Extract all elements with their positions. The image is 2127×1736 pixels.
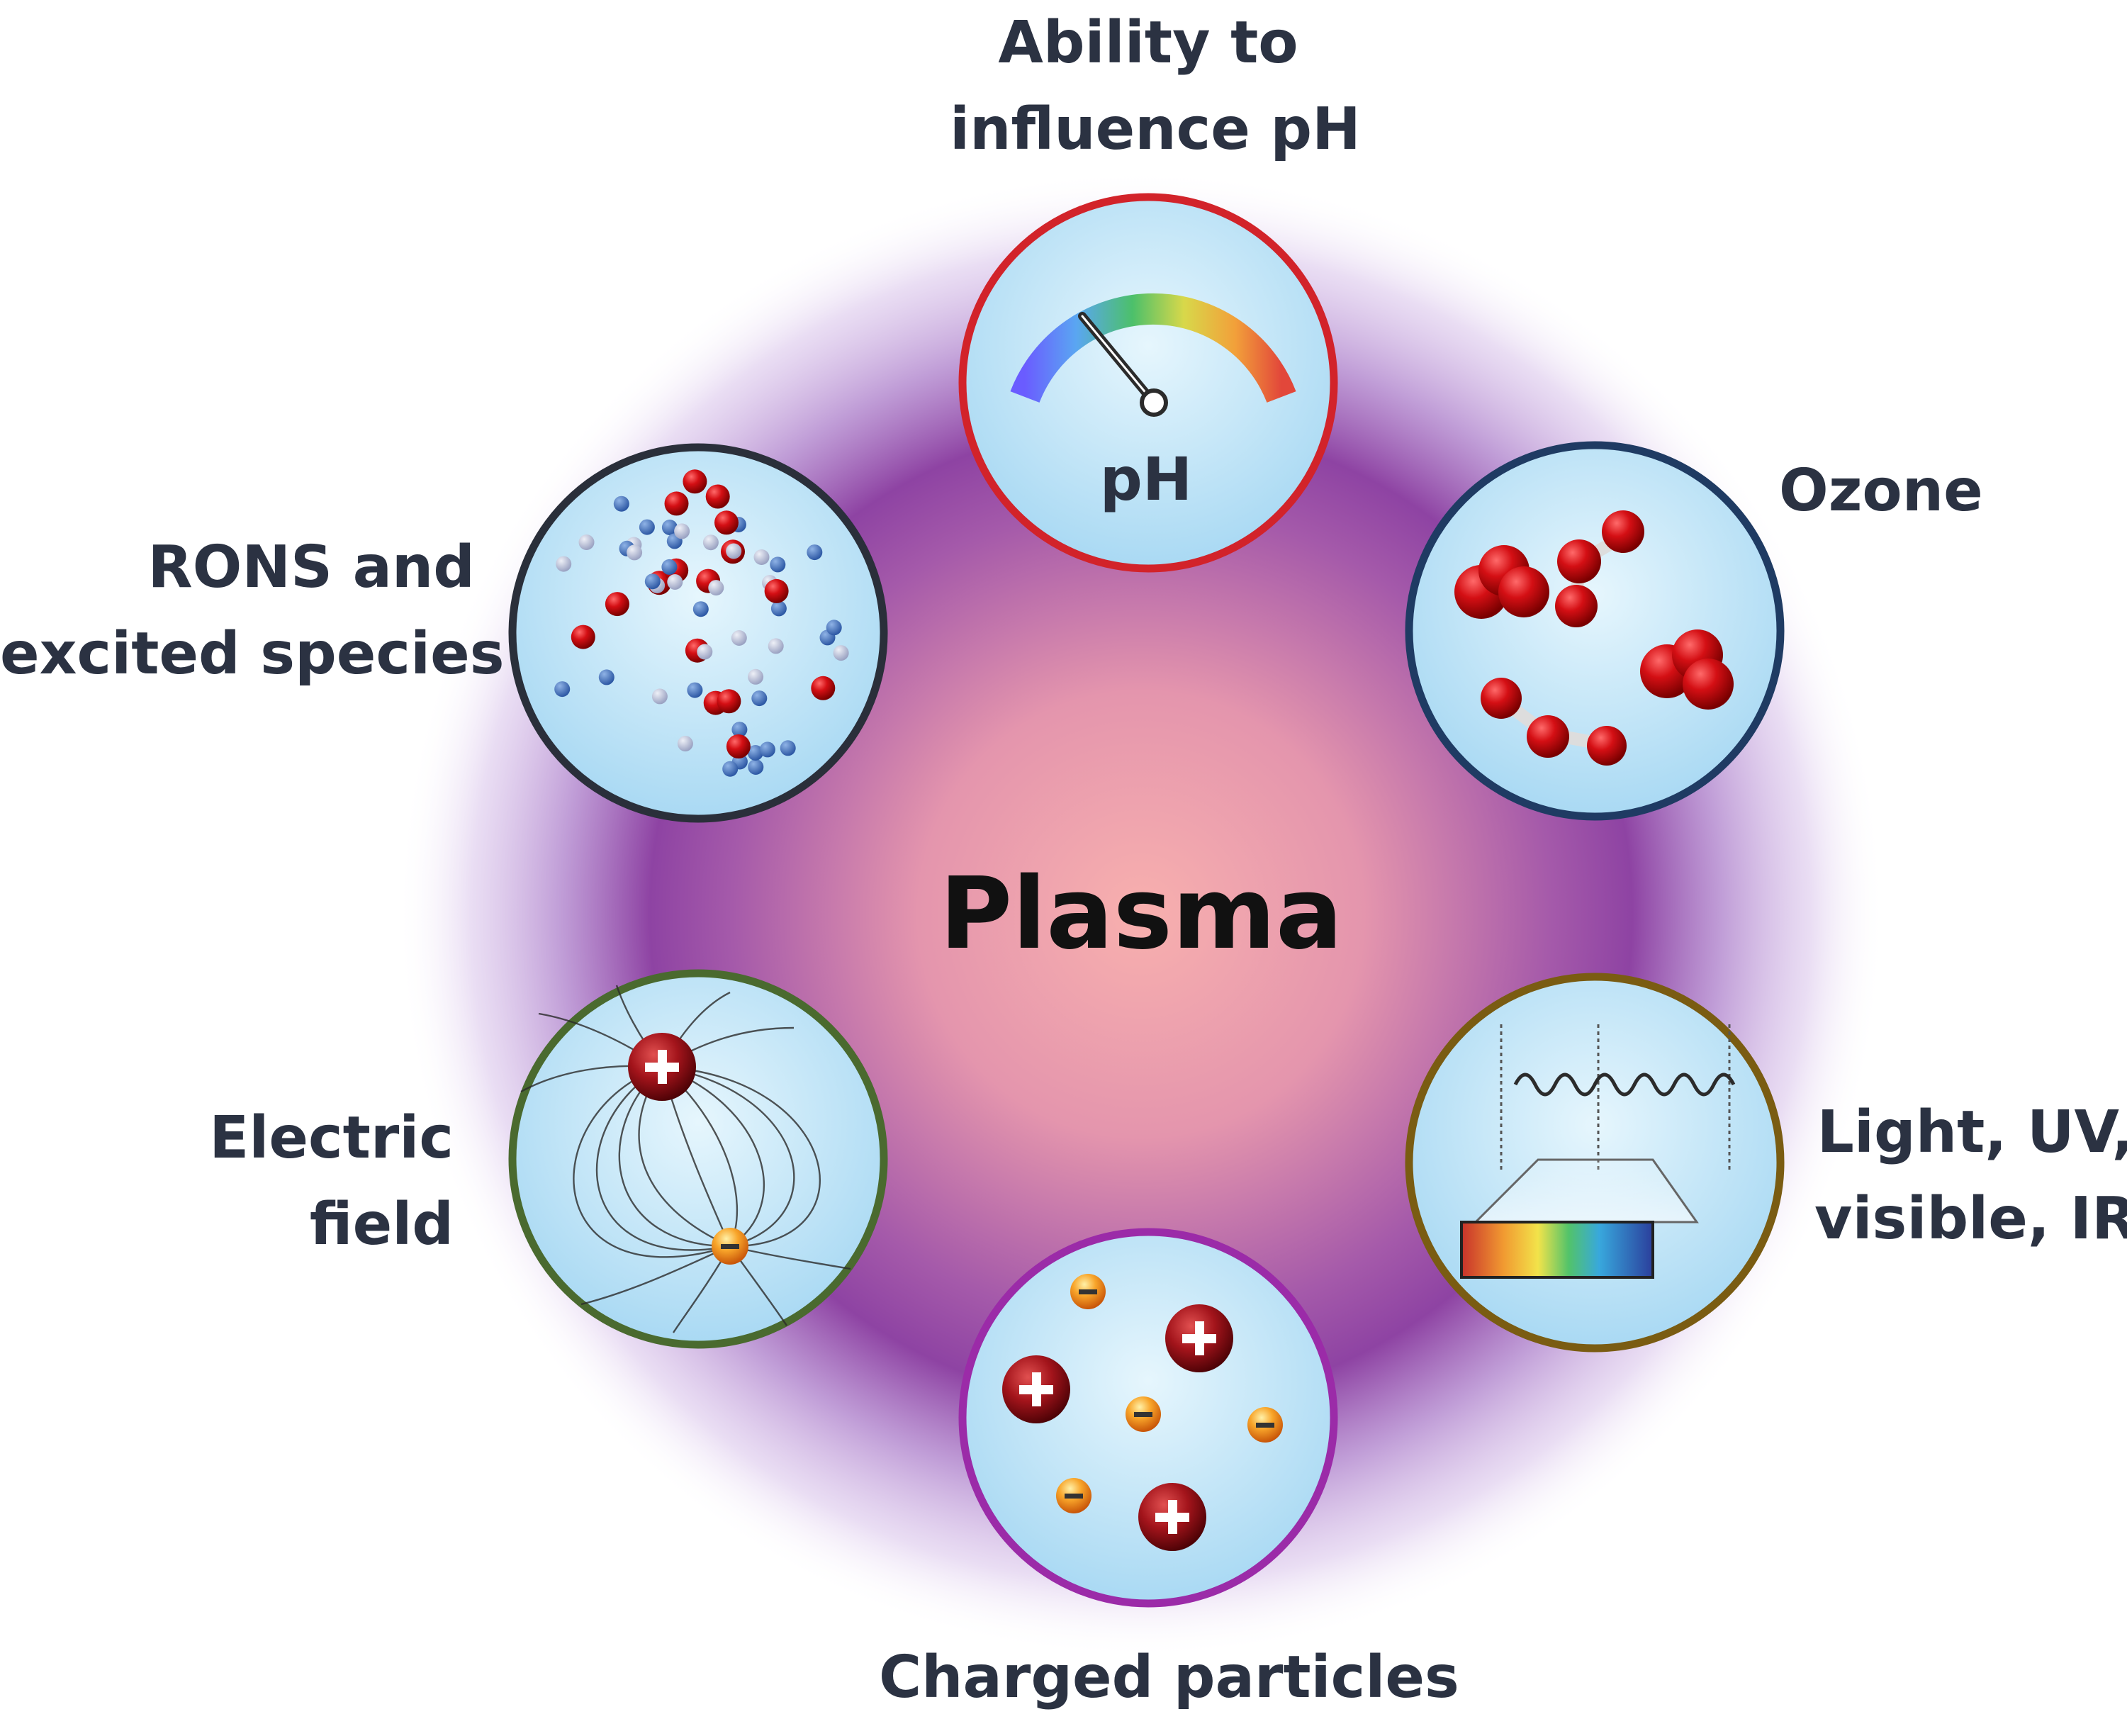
node-ozone: [1405, 441, 1785, 821]
rons-particle: [697, 644, 713, 660]
label-light-line2: visible, IR: [1814, 1185, 2127, 1253]
label-ozone: Ozone: [1779, 448, 1983, 534]
label-field-line1: Electric: [209, 1104, 454, 1172]
rons-particle: [674, 523, 690, 539]
center-title: Plasma: [939, 856, 1343, 972]
rons-particle: [770, 600, 787, 617]
light-spectrum-icon: [1460, 1024, 1736, 1279]
label-charged-line1: Charged particles: [879, 1644, 1459, 1711]
rons-particle: [759, 741, 775, 758]
node-rons: [508, 443, 888, 823]
label-light: Light, UV, visible, IR: [1814, 1090, 2127, 1262]
label-ph-line2: influence pH: [950, 96, 1361, 163]
node-field: [508, 969, 888, 1349]
rons-particle: [768, 638, 784, 654]
rons-particle: [692, 601, 709, 617]
rons-particle: [667, 574, 683, 590]
rons-particle: [664, 491, 689, 516]
label-ozone-line1: Ozone: [1779, 457, 1983, 525]
label-charged: Charged particles: [879, 1635, 1459, 1721]
rons-particle: [556, 556, 572, 572]
rons-particle: [554, 681, 571, 698]
field-circle: [508, 969, 888, 1349]
label-rons: RONS and excited species: [0, 525, 505, 698]
rons-circle: [508, 443, 888, 823]
rons-particle: [605, 592, 629, 617]
rons-particle: [683, 469, 707, 494]
rons-particle: [726, 543, 742, 559]
rons-particle: [748, 759, 764, 775]
rons-particle: [598, 669, 614, 685]
label-rons-line2: excited species: [0, 620, 505, 688]
rons-particles-icon: [554, 469, 849, 777]
rons-particle: [722, 761, 739, 777]
label-ph-line1: Ability to: [998, 9, 1298, 77]
rons-particle: [578, 534, 595, 550]
rons-particle: [753, 549, 770, 565]
rons-particle: [639, 519, 655, 535]
ozone-molecule-icon: [1454, 510, 1734, 766]
rons-particle: [714, 510, 739, 535]
rons-particle: [661, 559, 678, 575]
node-light: [1405, 973, 1785, 1353]
label-rons-line1: RONS and: [147, 534, 476, 601]
node-ph: pH: [958, 193, 1338, 573]
rons-particle: [770, 556, 786, 573]
ozone-circle: [1405, 441, 1785, 821]
rons-particle: [613, 495, 629, 512]
rons-particle: [826, 620, 842, 636]
rons-particle: [717, 689, 741, 714]
rons-particle: [571, 625, 595, 649]
rons-particle: [780, 740, 796, 756]
rons-particle: [687, 682, 703, 698]
electric-field-icon: [520, 985, 851, 1333]
label-field-line2: field: [309, 1191, 454, 1258]
rons-particle: [764, 578, 789, 603]
rons-particle: [705, 484, 730, 509]
rons-particle: [811, 676, 836, 700]
label-field: Electric field: [198, 1095, 454, 1268]
rons-particle: [651, 688, 668, 705]
rons-particle: [833, 645, 849, 661]
rons-particle: [807, 544, 823, 561]
rons-particle: [644, 573, 661, 590]
rons-particle: [731, 722, 748, 738]
label-ph: Ability to influence pH: [950, 0, 1361, 173]
node-charged: [958, 1228, 1338, 1608]
rons-particle: [748, 668, 764, 685]
rons-particle: [677, 736, 693, 752]
rons-particle: [702, 534, 719, 551]
rons-particle: [731, 630, 747, 646]
rons-particle: [747, 745, 763, 761]
label-light-line1: Light, UV,: [1817, 1099, 2127, 1166]
rons-particle: [627, 544, 643, 561]
rons-particle: [751, 690, 768, 707]
charged-particles-icon: [1002, 1274, 1283, 1551]
rons-particle: [726, 734, 751, 758]
ph-inner-text: pH: [1100, 444, 1192, 514]
rons-particle: [661, 520, 678, 535]
rons-particle: [708, 580, 724, 596]
ph-gauge-icon: [1010, 293, 1296, 417]
ph-circle: [958, 193, 1338, 573]
